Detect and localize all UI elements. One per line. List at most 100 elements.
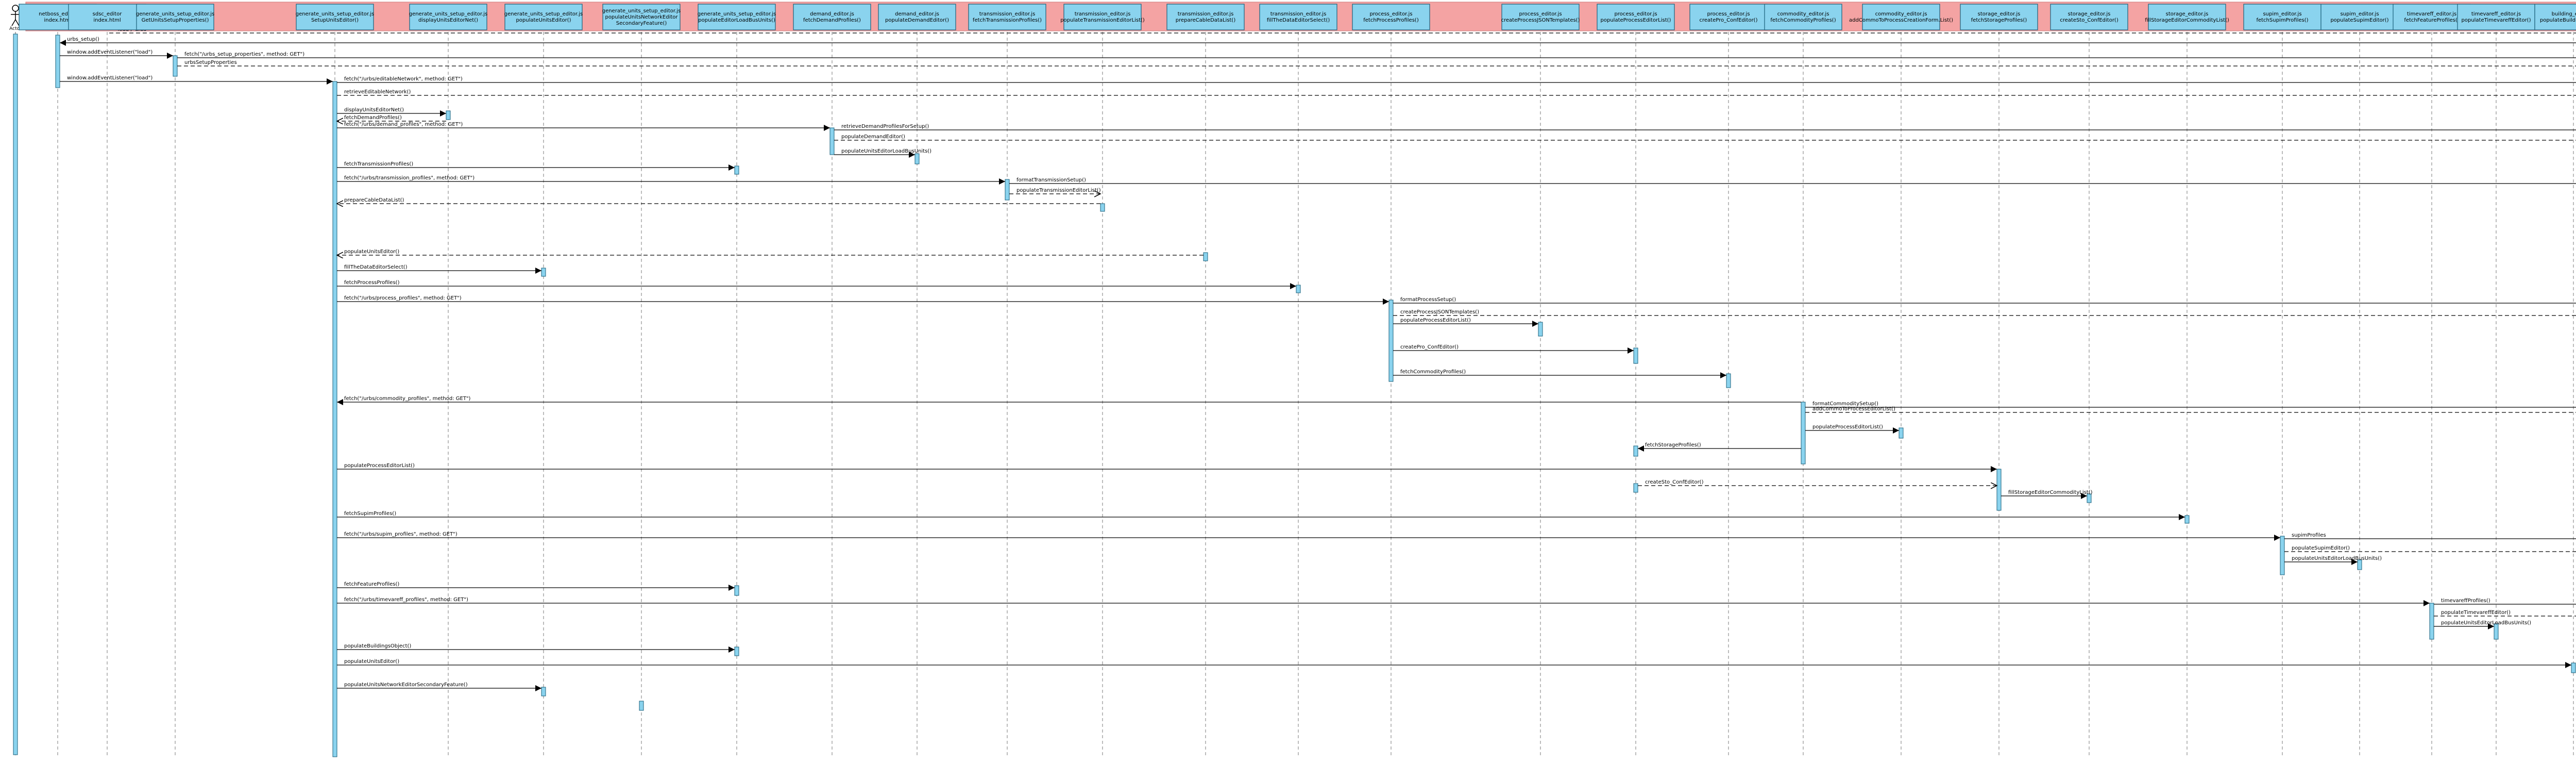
message-6: fetch("/urbs/editableNetwork", method: G…: [337, 76, 2576, 83]
message-label: window.addEventListener("load"): [67, 49, 152, 55]
message-label: fillTheDataEditorSelect(): [344, 264, 408, 270]
message-34: createSto_ConfEditor(): [1638, 479, 1997, 486]
participant-box: [968, 4, 1046, 30]
message-label: formatCommoditySetup(): [1812, 401, 1878, 407]
participant-box: [136, 4, 214, 30]
participant-label: generate_units_setup_editor.js: [504, 11, 583, 17]
message-label: window.addEventListener("load"): [67, 75, 152, 81]
participant-label: fetchSupimProfiles(): [2256, 18, 2308, 23]
message-label: displayUnitsEditorNet(): [344, 107, 404, 113]
activation-bar-16: [1633, 347, 1638, 364]
activation-bar-24: [2184, 515, 2190, 524]
participant-label: generate_units_setup_editor.js: [136, 11, 215, 17]
participant-box: [68, 4, 146, 30]
message-label: fetch("/urbs/process_profiles", method: …: [344, 295, 462, 301]
message-label: populateUnitsEditorLoadBusUnits(): [2292, 556, 2382, 561]
message-41: fetchFeatureProfiles(): [337, 582, 735, 591]
activation-bar-12: [541, 268, 546, 277]
activation-bar-3: [332, 81, 337, 757]
message-5: window.addEventListener("load"): [60, 75, 333, 85]
participant-label: generate_units_setup_editor.js: [602, 8, 681, 14]
participant-label: populateUnitsNetworkEditor: [605, 14, 678, 20]
message-31: populateProcessEditorList(): [1805, 424, 1899, 434]
message-label: populateUnitsEditor(): [344, 659, 399, 665]
message-22: fetch("/urbs/process_profiles", method: …: [337, 295, 1389, 305]
message-label: fetchStorageProfiles(): [1645, 442, 1701, 448]
message-label: fetchDemandProfiles(): [344, 115, 402, 121]
message-27: fetchCommodityProfiles(): [1393, 369, 1726, 378]
participant-label: fetchStorageProfiles(): [1971, 18, 2027, 23]
participant-label: supim_editor.js: [2263, 11, 2301, 17]
participant-label: createSto_ConfEditor(): [2060, 18, 2119, 23]
participant-label: storage_editor.js: [2166, 11, 2209, 17]
message-label: prepareCableDataList(): [344, 197, 404, 203]
message-30: addCommoToProcessEditorList(): [1805, 406, 2576, 413]
participant-label: transmission_editor.js: [1178, 11, 1234, 17]
message-19: populateUnitsEditor(): [337, 249, 1204, 255]
participant-box: [2243, 4, 2321, 30]
participant-2: generate_units_setup_editor.jsGetUnitsSe…: [136, 4, 215, 30]
message-21: fetchProcessProfiles(): [337, 280, 1296, 289]
participant-label: generate_units_setup_editor.js: [698, 11, 776, 17]
participant-label: createPro_ConfEditor(): [1700, 18, 1758, 23]
activation-bar-5: [446, 110, 451, 120]
message-29: formatCommoditySetup(): [1805, 401, 2576, 408]
activation-bar-23: [2087, 493, 2092, 503]
activation-bar-6: [829, 127, 835, 155]
participant-box: [296, 4, 374, 30]
message-4: urbsSetupProperties: [177, 60, 2576, 67]
participant-label: populateBuildingsObject(): [2540, 18, 2576, 23]
message-48: populateUnitsNetworkEditorSecondaryFeatu…: [337, 682, 541, 691]
message-label: timevareffProfiles(): [2441, 598, 2490, 604]
message-label: retrieveDemandProfilesForSetup(): [841, 124, 929, 129]
participant-4: generate_units_setup_editor.jsdisplayUni…: [409, 4, 488, 30]
message-44: populateTimevareffEditor(): [2434, 610, 2576, 617]
message-3: fetch("/urbs_setup_properties", method: …: [177, 52, 2576, 58]
participant-label: populateSupimEditor(): [2330, 18, 2388, 23]
activation-bar-0: [55, 35, 60, 88]
participant-box: [878, 4, 956, 30]
message-label: populateBuildingsObject(): [344, 643, 411, 649]
message-11: retrieveDemandProfilesForSetup(): [834, 124, 2576, 130]
participant-label: timevareff_editor.js: [2471, 11, 2521, 17]
actor-figure: Actor: [9, 5, 22, 31]
activation-bar-33: [639, 701, 644, 711]
participant-box: [1352, 4, 1430, 30]
participant-box: [2148, 4, 2226, 30]
activation-bar-14: [1388, 300, 1394, 382]
participant-label: populateDemandEditor(): [885, 18, 949, 23]
message-13: populateUnitsEditorLoadBusUnits(): [834, 148, 931, 158]
message-label: populateDemandEditor(): [841, 134, 905, 140]
participant-box: [602, 4, 681, 30]
participant-label: fetchDemandProfiles(): [803, 18, 861, 23]
participant-label: building_editor.js: [2552, 11, 2576, 17]
actor-label: Actor: [9, 26, 22, 31]
activation-bar-2: [173, 55, 178, 77]
message-37: fetch("/urbs/supim_profiles", method: GE…: [337, 532, 2280, 541]
participant-box: [1862, 4, 1940, 30]
activation-bar-17: [1726, 373, 1731, 388]
activation-bar-11: [1203, 252, 1208, 261]
participant-6: generate_units_setup_editor.jspopulateUn…: [602, 4, 681, 30]
participant-11: transmission_editor.jspopulateTransmissi…: [1060, 4, 1145, 30]
message-label: populateTimevareffEditor(): [2441, 610, 2511, 616]
message-39: populateSupimEditor(): [2284, 545, 2576, 552]
message-15: fetch("/urbs/transmission_profiles", met…: [337, 175, 1005, 185]
participant-box: [1259, 4, 1337, 30]
message-label: formatTransmissionSetup(): [1016, 177, 1086, 183]
participant-label: generate_units_setup_editor.js: [409, 11, 488, 17]
message-label: populateUnitsEditorLoadBusUnits(): [841, 148, 931, 154]
message-label: fetchTransmissionProfiles(): [344, 161, 413, 167]
message-8: displayUnitsEditorNet(): [337, 107, 446, 117]
message-2: window.addEventListener("load"): [60, 49, 173, 59]
participant-box: [698, 4, 776, 30]
message-label: fetchCommodityProfiles(): [1400, 369, 1466, 375]
activation-bar-10: [1100, 203, 1105, 212]
message-46: populateBuildingsObject(): [337, 643, 735, 653]
participant-box: [793, 4, 871, 30]
activation-bar-9: [1005, 179, 1010, 201]
participant-box: [504, 4, 583, 30]
message-label: fetch("/urbs/editableNetwork", method: G…: [344, 76, 463, 82]
